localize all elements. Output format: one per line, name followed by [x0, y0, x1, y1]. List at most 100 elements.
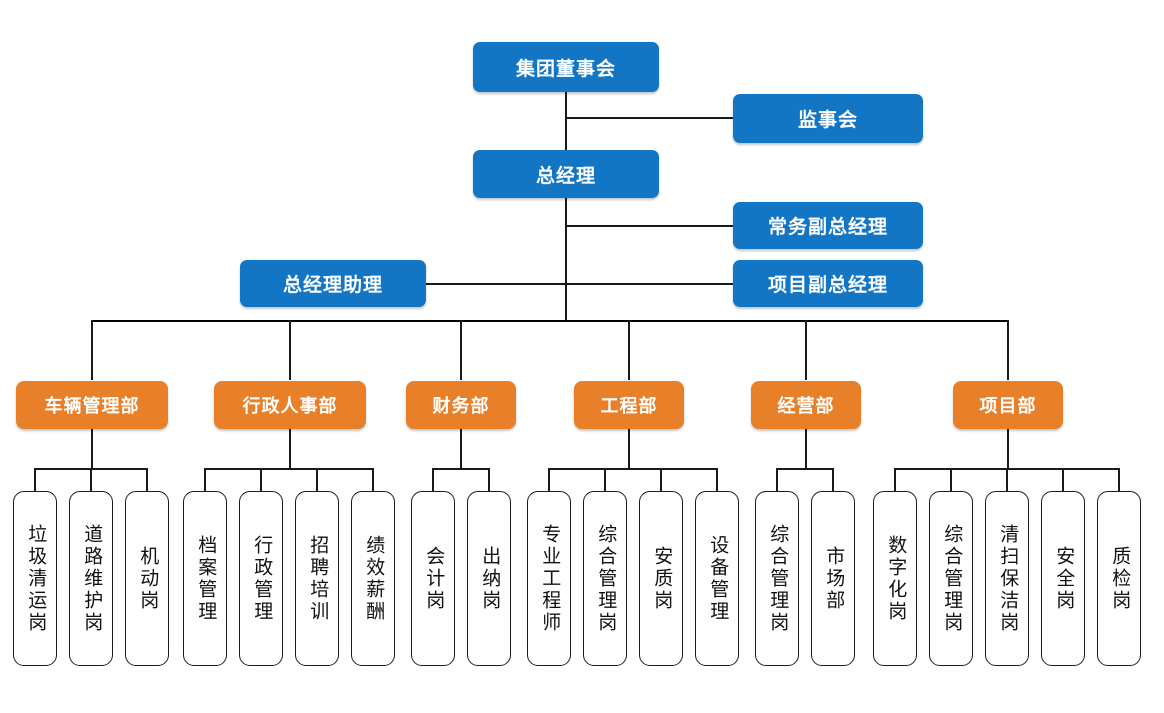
connector-subbus-1 [205, 468, 374, 470]
node-label: 会计岗 [423, 545, 445, 612]
connector-leaf-stem [950, 468, 952, 492]
connector-leaf-stem [260, 468, 262, 492]
connector-leaf-stem [660, 468, 662, 492]
node-project-deputy-manager[interactable]: 项目副总经理 [733, 260, 923, 307]
node-department-operations[interactable]: 经营部 [751, 381, 861, 429]
connector-leaf-stem [146, 468, 148, 492]
node-label: 道路维护岗 [81, 523, 103, 634]
connector-stem-dept-0 [91, 320, 93, 380]
connector-subbus-4 [777, 468, 834, 470]
connector-board-to-supervisory [565, 117, 733, 119]
connector-dept-0-down [91, 429, 93, 469]
node-department-admin-hr[interactable]: 行政人事部 [214, 381, 366, 429]
connector-leaf-stem [1062, 468, 1064, 492]
node-label: 市场部 [823, 545, 845, 612]
node-position-safety[interactable]: 安全岗 [1041, 491, 1085, 666]
connector-leaf-stem [776, 468, 778, 492]
connector-stem-dept-5 [1007, 320, 1009, 380]
node-position-accounting[interactable]: 会计岗 [411, 491, 455, 666]
connector-stem-dept-2 [460, 320, 462, 380]
node-position-cashier[interactable]: 出纳岗 [467, 491, 511, 666]
node-label: 项目部 [979, 396, 1037, 416]
node-label: 综合管理岗 [595, 523, 617, 634]
node-label: 行政人事部 [242, 396, 338, 416]
node-position-digitalization[interactable]: 数字化岗 [873, 491, 917, 666]
node-label: 清扫保洁岗 [997, 523, 1019, 634]
connector-dept-1-down [289, 429, 291, 469]
node-position-professional-engineer[interactable]: 专业工程师 [527, 491, 571, 666]
node-label: 安全岗 [1053, 545, 1075, 612]
connector-leaf-stem [90, 468, 92, 492]
node-label: 综合管理岗 [941, 523, 963, 634]
node-label: 行政管理 [251, 534, 273, 623]
connector-leaf-stem [34, 468, 36, 492]
node-position-operations-general-management[interactable]: 综合管理岗 [755, 491, 799, 666]
connector-leaf-stem [1118, 468, 1120, 492]
node-board-of-directors[interactable]: 集团董事会 [473, 42, 659, 92]
node-executive-deputy-manager[interactable]: 常务副总经理 [733, 202, 923, 249]
node-position-mobile-duty[interactable]: 机动岗 [125, 491, 169, 666]
node-label: 财务部 [432, 396, 490, 416]
connector-dept-5-down [1007, 429, 1009, 469]
node-label: 出纳岗 [479, 545, 501, 612]
connector-leaf-stem [1006, 468, 1008, 492]
connector-gm-spine [565, 198, 567, 322]
connector-board-to-gm [565, 92, 567, 152]
node-label: 常务副总经理 [767, 217, 888, 238]
node-label: 监事会 [797, 110, 858, 131]
node-position-cleaning-sanitation[interactable]: 清扫保洁岗 [985, 491, 1029, 666]
node-label: 垃圾清运岗 [25, 523, 47, 634]
node-label: 招聘培训 [307, 534, 329, 623]
connector-dept-2-down [460, 429, 462, 469]
node-label: 数字化岗 [885, 534, 907, 623]
node-position-administration[interactable]: 行政管理 [239, 491, 283, 666]
node-position-project-general-management[interactable]: 综合管理岗 [929, 491, 973, 666]
node-label: 绩效薪酬 [363, 534, 385, 623]
connector-gm-to-project-deputy [565, 283, 733, 285]
node-position-performance-compensation[interactable]: 绩效薪酬 [351, 491, 395, 666]
node-general-manager[interactable]: 总经理 [473, 150, 659, 198]
connector-gm-to-exec-deputy [565, 225, 733, 227]
node-label: 经营部 [777, 396, 835, 416]
node-supervisory-board[interactable]: 监事会 [733, 94, 923, 143]
node-label: 安质岗 [651, 545, 673, 612]
connector-stem-dept-4 [805, 320, 807, 380]
connector-leaf-stem [204, 468, 206, 492]
node-position-safety-quality[interactable]: 安质岗 [639, 491, 683, 666]
node-department-finance[interactable]: 财务部 [406, 381, 516, 429]
connector-dept-4-down [805, 429, 807, 469]
connector-leaf-stem [372, 468, 374, 492]
node-position-quality-inspection[interactable]: 质检岗 [1097, 491, 1141, 666]
node-label: 车辆管理部 [44, 396, 140, 416]
node-position-archives-management[interactable]: 档案管理 [183, 491, 227, 666]
node-department-project[interactable]: 项目部 [953, 381, 1063, 429]
connector-subbus-3 [549, 468, 718, 470]
node-label: 专业工程师 [539, 523, 561, 634]
node-position-recruitment-training[interactable]: 招聘培训 [295, 491, 339, 666]
node-label: 档案管理 [195, 534, 217, 623]
node-department-engineering[interactable]: 工程部 [574, 381, 684, 429]
connector-stem-dept-1 [289, 320, 291, 380]
node-position-engineering-general-management[interactable]: 综合管理岗 [583, 491, 627, 666]
connector-leaf-stem [832, 468, 834, 492]
node-label: 总经理 [535, 165, 596, 187]
node-position-road-maintenance[interactable]: 道路维护岗 [69, 491, 113, 666]
connector-gm-to-assistant [425, 283, 566, 285]
connector-leaf-stem [316, 468, 318, 492]
node-position-equipment-management[interactable]: 设备管理 [695, 491, 739, 666]
node-label: 设备管理 [707, 534, 729, 623]
connector-leaf-stem [894, 468, 896, 492]
node-department-vehicle-management[interactable]: 车辆管理部 [16, 381, 168, 429]
node-position-waste-transport[interactable]: 垃圾清运岗 [13, 491, 57, 666]
node-position-market-department[interactable]: 市场部 [811, 491, 855, 666]
node-label: 综合管理岗 [767, 523, 789, 634]
node-label: 质检岗 [1109, 545, 1131, 612]
connector-leaf-stem [716, 468, 718, 492]
node-label: 集团董事会 [515, 58, 616, 80]
node-label: 机动岗 [137, 545, 159, 612]
node-general-manager-assistant[interactable]: 总经理助理 [240, 260, 426, 307]
node-label: 工程部 [600, 396, 658, 416]
connector-leaf-stem [488, 468, 490, 492]
connector-dept-3-down [628, 429, 630, 469]
